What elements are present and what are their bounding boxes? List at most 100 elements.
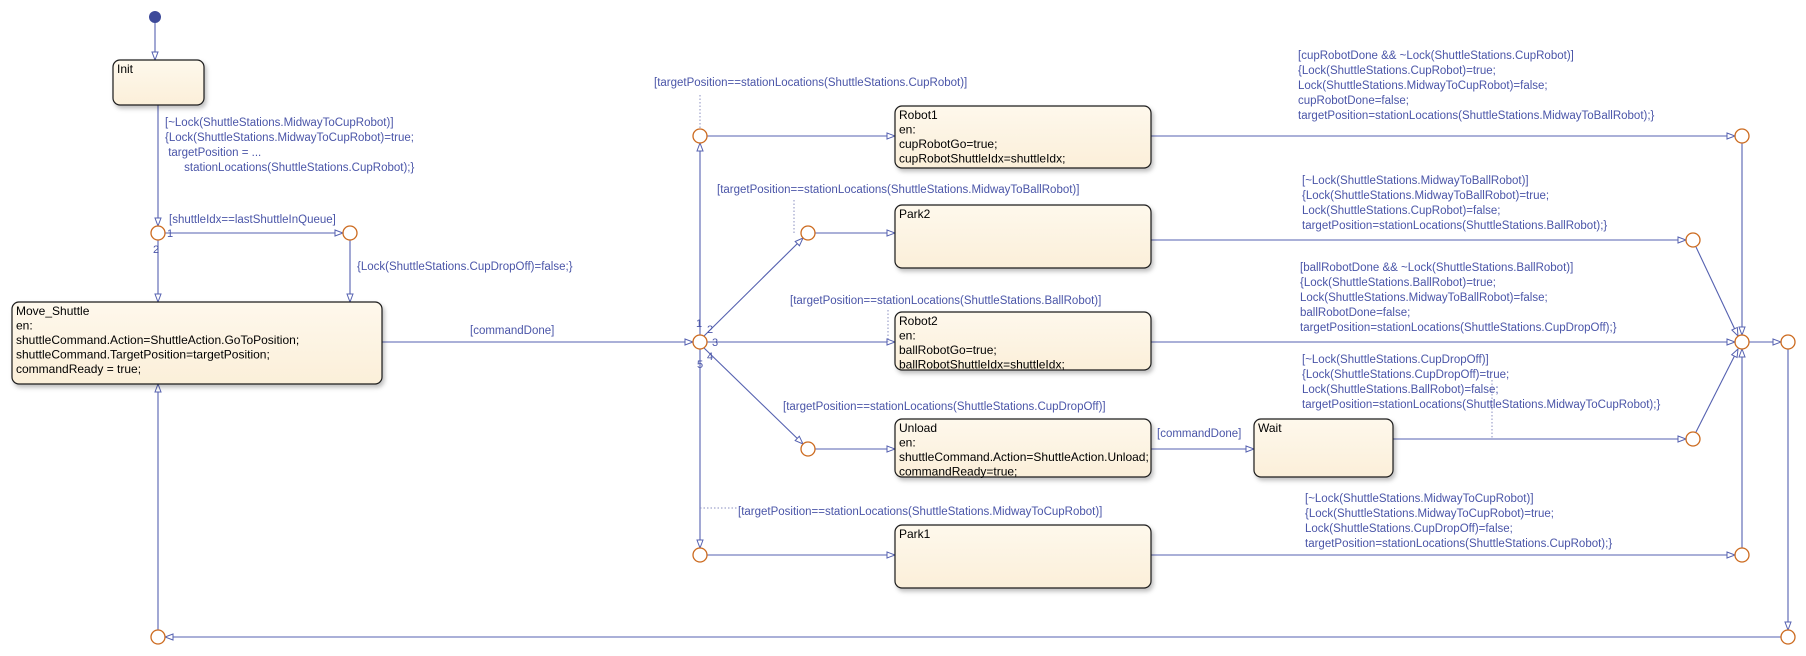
execution-order-number: 1 (167, 228, 173, 240)
state-box (11, 301, 383, 385)
connective-junction[interactable] (692, 547, 708, 563)
transition-label-command-done-main[interactable]: [commandDone] (470, 325, 554, 337)
state-box (894, 105, 1152, 169)
execution-order-number: 3 (712, 337, 718, 349)
transition-label-wait-exit[interactable]: [~Lock(ShuttleStations.CupDropOff)] {Lock… (1302, 354, 1660, 411)
state-action-line: commandReady = true; (16, 362, 141, 376)
state-name: Park2 (899, 207, 931, 221)
execution-order-number: 5 (697, 359, 703, 371)
state-init[interactable]: Init (112, 59, 205, 106)
transition-label-init-exit[interactable]: [~Lock(ShuttleStations.MidwayToCupRobot)… (165, 117, 414, 174)
transition-label-line: [~Lock(ShuttleStations.CupDropOff)] (1302, 354, 1489, 366)
transition-label-guard-midway-ball[interactable]: [targetPosition==stationLocations(Shuttl… (717, 184, 1079, 196)
connective-junction[interactable] (1734, 334, 1750, 350)
state-unload[interactable]: Unloaden:shuttleCommand.Action=ShuttleAc… (894, 418, 1152, 479)
state-action-line: cupRobotShuttleIdx=shuttleIdx; (899, 152, 1065, 166)
state-action-line: shuttleCommand.Action=ShuttleAction.Unlo… (899, 450, 1149, 464)
state-action-line: ballRobotGo=true; (899, 343, 997, 357)
execution-order-number: 1 (696, 318, 702, 330)
state-action-line: commandReady=true; (899, 465, 1017, 479)
transition-label-line: targetPosition=stationLocations(ShuttleS… (1305, 538, 1612, 550)
transition-label-cup-dropoff-release[interactable]: {Lock(ShuttleStations.CupDropOff)=false;… (357, 261, 573, 273)
transition-label-line: [cupRobotDone && ~Lock(ShuttleStations.C… (1298, 50, 1574, 62)
transition-line[interactable] (1695, 349, 1738, 433)
connective-junction[interactable] (1685, 431, 1701, 447)
state-robot2[interactable]: Robot2en:ballRobotGo=true;ballRobotShutt… (894, 311, 1152, 372)
state-action-line: en: (899, 436, 916, 450)
state-name: Init (117, 62, 134, 76)
state-box (112, 59, 205, 106)
transition-label-line: targetPosition = ... (165, 147, 261, 159)
connective-junction[interactable] (150, 225, 166, 241)
connective-junction[interactable] (150, 629, 166, 645)
connective-junction[interactable] (1780, 334, 1796, 350)
transition-label-robot1-exit[interactable]: [cupRobotDone && ~Lock(ShuttleStations.C… (1298, 50, 1655, 122)
transition-label-line: {Lock(ShuttleStations.MidwayToCupRobot)=… (165, 132, 414, 144)
connective-junction[interactable] (692, 334, 708, 350)
transition-label-line: Lock(ShuttleStations.CupDropOff)=false; (1305, 523, 1513, 535)
transition-label-line: Lock(ShuttleStations.BallRobot)=false; (1302, 384, 1499, 396)
connective-junction[interactable] (800, 225, 816, 241)
transition-label-line: [commandDone] (470, 325, 554, 337)
transition-label-line: {Lock(ShuttleStations.MidwayToCupRobot)=… (1305, 508, 1554, 520)
transition-label-guard-ball-robot[interactable]: [targetPosition==stationLocations(Shuttl… (790, 295, 1101, 307)
transition-label-line: [targetPosition==stationLocations(Shuttl… (654, 77, 967, 89)
transition-label-line: stationLocations(ShuttleStations.CupRobo… (165, 162, 414, 174)
transition-label-line: targetPosition=stationLocations(ShuttleS… (1302, 399, 1660, 411)
state-move-shuttle[interactable]: Move_Shuttleen:shuttleCommand.Action=Shu… (11, 301, 383, 385)
state-action-line: en: (16, 319, 33, 333)
transition-label-line: [targetPosition==stationLocations(Shuttl… (717, 184, 1079, 196)
connective-junction[interactable] (342, 225, 358, 241)
transition-label-line: Lock(ShuttleStations.MidwayToCupRobot)=f… (1298, 80, 1548, 92)
state-action-line: shuttleCommand.TargetPosition=targetPosi… (16, 348, 270, 362)
transition-label-park1-exit[interactable]: [~Lock(ShuttleStations.MidwayToCupRobot)… (1305, 493, 1612, 550)
transition-label-guard-cup-dropoff[interactable]: [targetPosition==stationLocations(Shuttl… (783, 401, 1106, 413)
transition-label-line: {Lock(ShuttleStations.CupDropOff)=true; (1302, 369, 1509, 381)
transition-label-last-shuttle[interactable]: [shuttleIdx==lastShuttleInQueue] (169, 214, 336, 226)
state-park2[interactable]: Park2 (894, 204, 1152, 269)
transition-label-line: cupRobotDone=false; (1298, 95, 1409, 107)
state-park1[interactable]: Park1 (894, 524, 1152, 589)
transition-label-line: [shuttleIdx==lastShuttleInQueue] (169, 214, 336, 226)
transition-label-park2-exit[interactable]: [~Lock(ShuttleStations.MidwayToBallRobot… (1302, 175, 1607, 232)
state-action-line: shuttleCommand.Action=ShuttleAction.GoTo… (16, 333, 299, 347)
transition-label-command-done-unload[interactable]: [commandDone] (1157, 428, 1241, 440)
transition-label-line: {Lock(ShuttleStations.CupDropOff)=false;… (357, 261, 573, 273)
transition-label-line: targetPosition=stationLocations(ShuttleS… (1302, 220, 1607, 232)
default-transition-dot[interactable] (149, 11, 161, 23)
state-wait[interactable]: Wait (1253, 418, 1394, 478)
transition-label-guard-midway-cup[interactable]: [targetPosition==stationLocations(Shuttl… (738, 506, 1102, 518)
state-action-line: en: (899, 329, 916, 343)
connective-junction[interactable] (1780, 629, 1796, 645)
state-box (894, 204, 1152, 269)
transition-label-line: targetPosition=stationLocations(ShuttleS… (1298, 110, 1655, 122)
connective-junction[interactable] (800, 441, 816, 457)
state-action-line: cupRobotGo=true; (899, 137, 997, 151)
execution-order-number: 4 (707, 351, 713, 363)
transition-label-line: [~Lock(ShuttleStations.MidwayToCupRobot)… (165, 117, 394, 129)
transition-label-line: [commandDone] (1157, 428, 1241, 440)
connective-junction[interactable] (1734, 128, 1750, 144)
transition-label-line: {Lock(ShuttleStations.MidwayToBallRobot)… (1302, 190, 1549, 202)
transition-line[interactable] (703, 238, 803, 337)
connective-junction[interactable] (1734, 547, 1750, 563)
connective-junction[interactable] (1685, 232, 1701, 248)
state-box (1253, 418, 1394, 478)
transition-line[interactable] (703, 347, 803, 444)
transition-label-guard-cup-robot[interactable]: [targetPosition==stationLocations(Shuttl… (654, 77, 967, 89)
transition-label-line: [targetPosition==stationLocations(Shuttl… (738, 506, 1102, 518)
transition-line[interactable] (1695, 246, 1738, 336)
transition-label-line: {Lock(ShuttleStations.CupRobot)=true; (1298, 65, 1496, 77)
state-box (894, 418, 1152, 478)
connective-junction[interactable] (692, 128, 708, 144)
transition-label-line: [ballRobotDone && ~Lock(ShuttleStations.… (1300, 262, 1573, 274)
transition-label-line: {Lock(ShuttleStations.BallRobot)=true; (1300, 277, 1496, 289)
transition-label-robot2-exit[interactable]: [ballRobotDone && ~Lock(ShuttleStations.… (1300, 262, 1617, 334)
state-box (894, 311, 1152, 371)
transition-label-line: [~Lock(ShuttleStations.MidwayToBallRobot… (1302, 175, 1529, 187)
state-name: Park1 (899, 527, 931, 541)
state-robot1[interactable]: Robot1en:cupRobotGo=true;cupRobotShuttle… (894, 105, 1152, 169)
state-action-line: ballRobotShuttleIdx=shuttleIdx; (899, 358, 1065, 372)
transition-label-line: Lock(ShuttleStations.CupRobot)=false; (1302, 205, 1501, 217)
